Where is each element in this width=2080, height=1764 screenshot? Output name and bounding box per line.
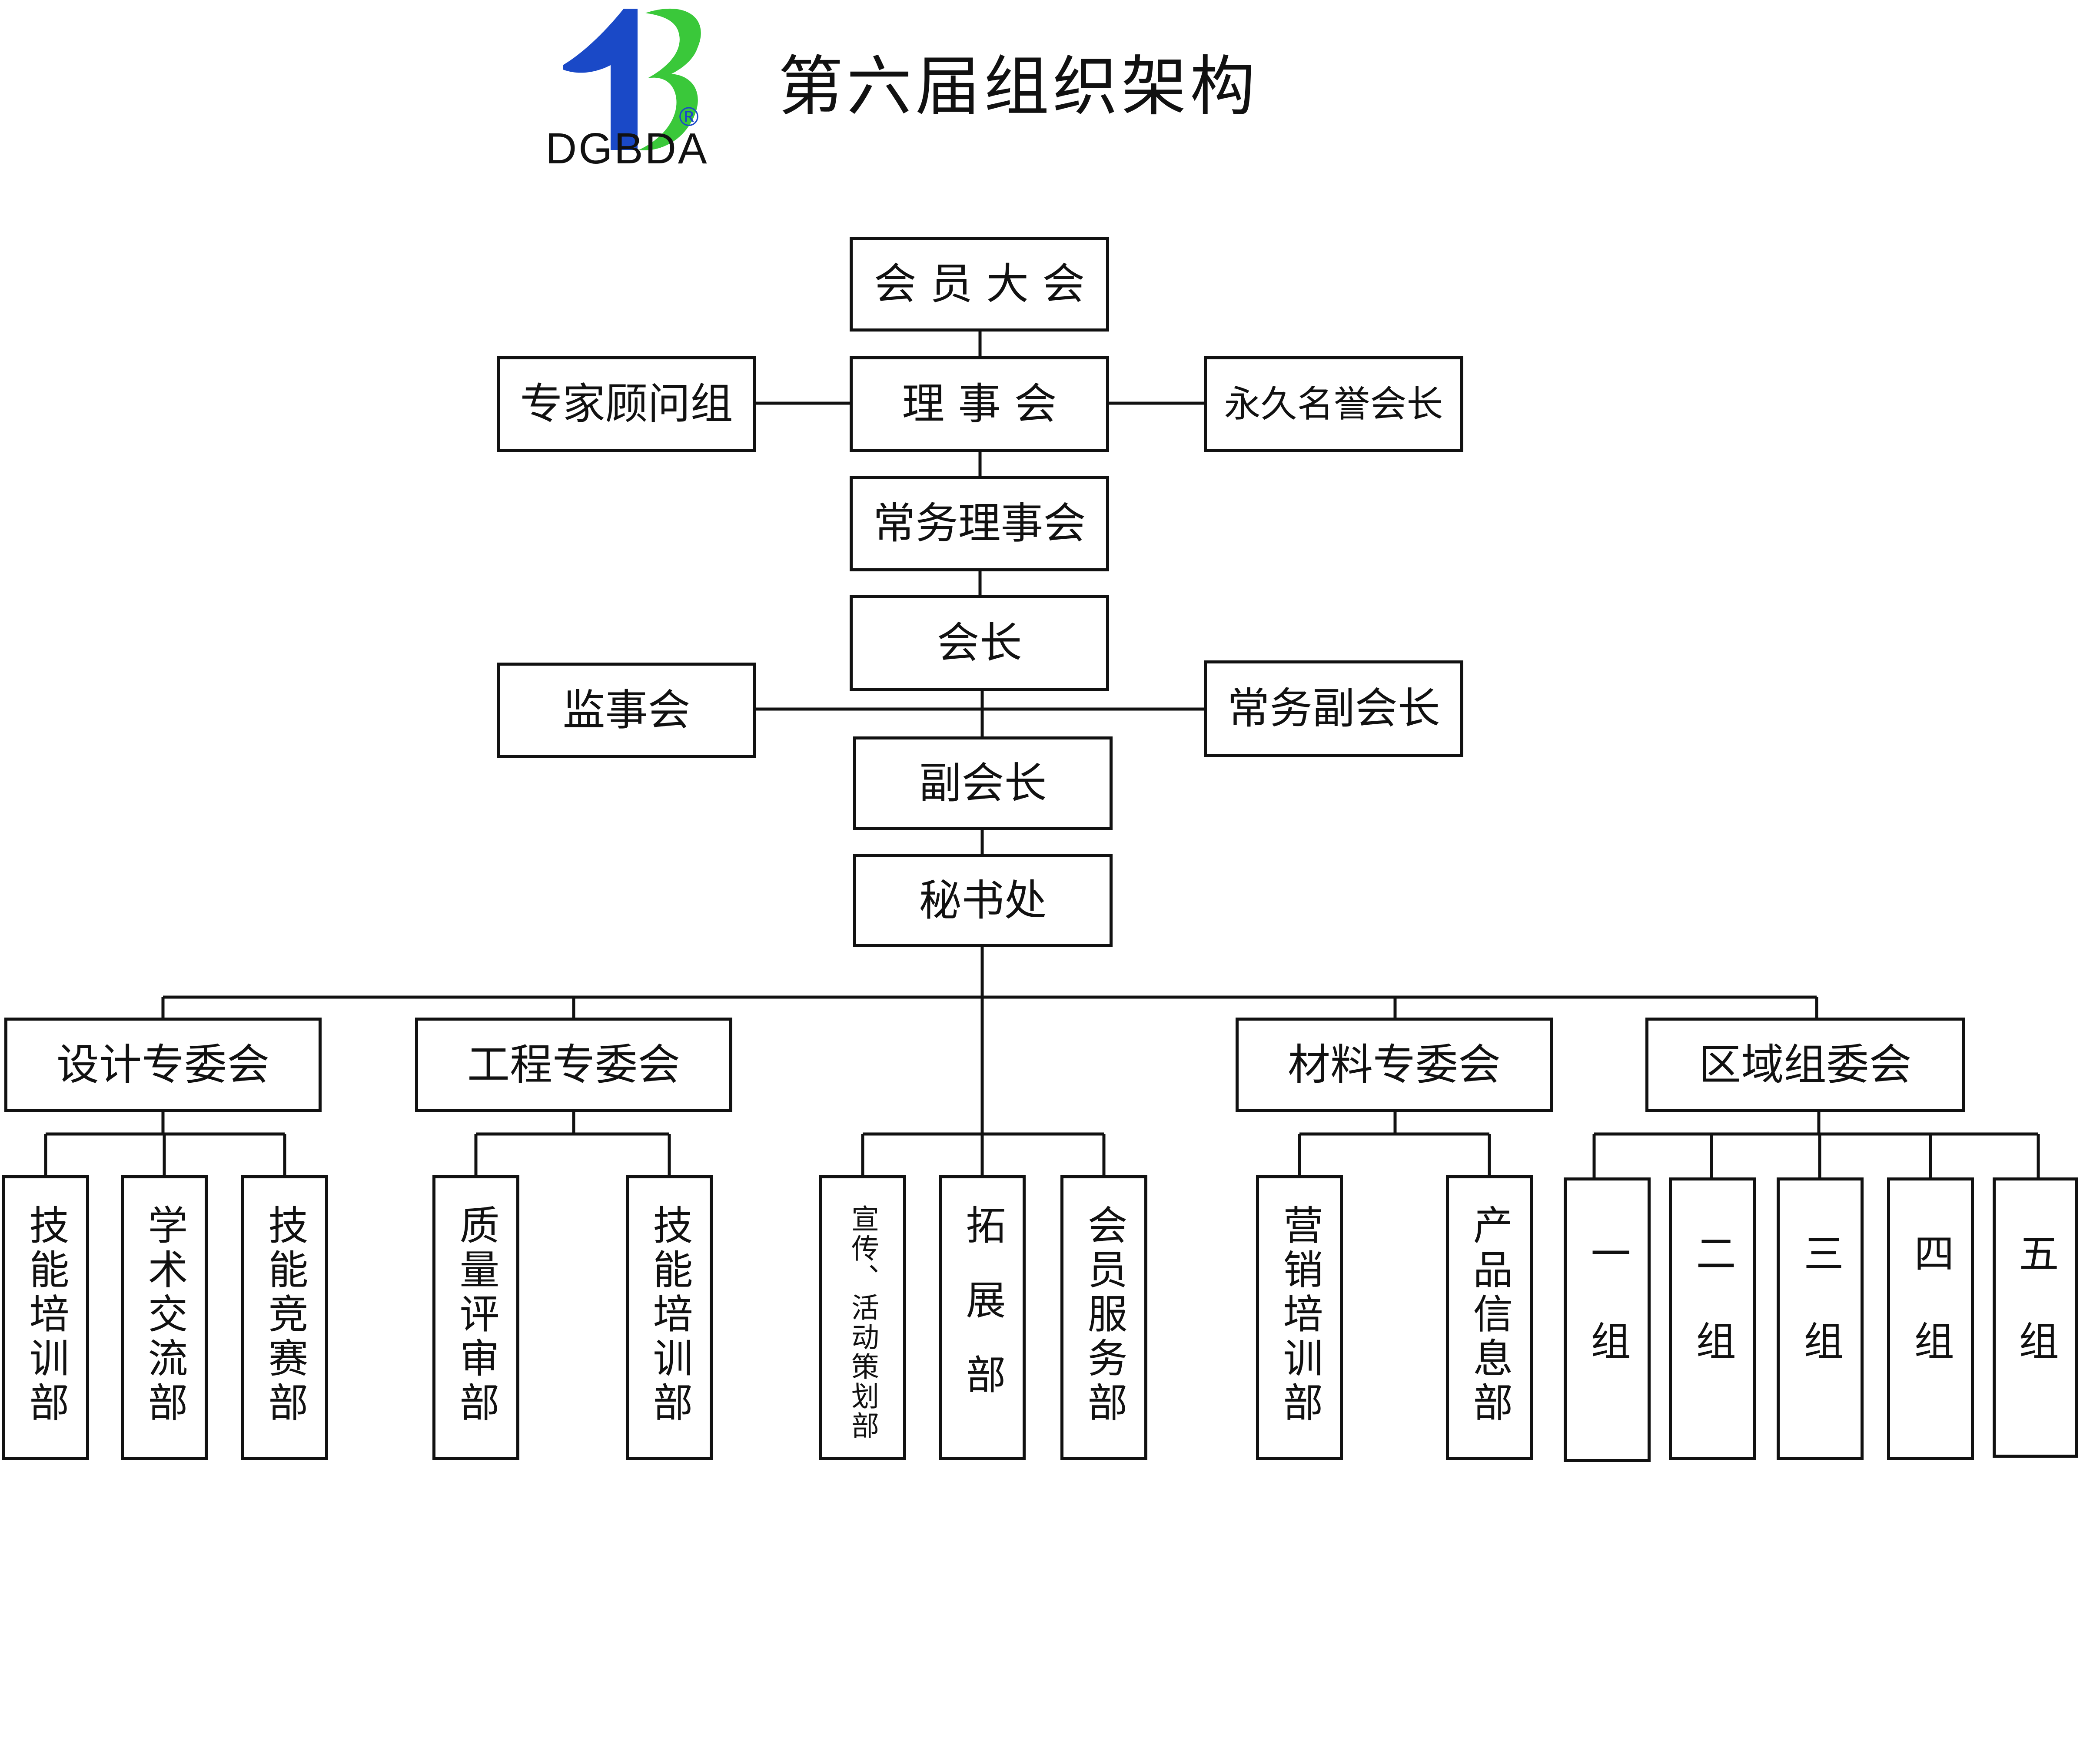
unit-label: 技能竞赛部 [262,1204,308,1426]
logo-green-stroke [639,8,701,150]
unit-design-skills-training: 技能培训部 [2,1175,89,1460]
committee-label: 材料专委会 [1287,1040,1501,1090]
unit-member-services: 会员服务部 [1060,1175,1147,1460]
node-label: 秘书处 [919,875,1047,925]
unit-label: 技能培训部 [646,1204,693,1426]
dgbda-logo: ® DGBDA [545,0,728,176]
unit-engineering-skills-training: 技能培训部 [626,1175,713,1460]
committee-label: 工程专委会 [467,1040,680,1090]
unit-group-1: 一组 [1564,1177,1651,1462]
unit-label: 会员服务部 [1081,1204,1127,1426]
node-label: 监事会 [562,686,691,735]
node-standing-council: 常务理事会 [850,476,1109,571]
unit-expansion: 拓展部 [939,1175,1026,1460]
node-label: 理 事 会 [902,379,1057,429]
node-label: 会 员 大 会 [874,259,1085,309]
node-president: 会长 [850,595,1109,691]
unit-quality-review: 质量评审部 [432,1175,519,1460]
unit-label: 二组 [1689,1233,1736,1408]
node-council: 理 事 会 [850,356,1109,452]
node-label: 永久名誉会长 [1224,383,1443,425]
committee-label: 设计专委会 [56,1040,269,1090]
node-general-assembly: 会 员 大 会 [850,237,1109,332]
logo-registered-mark: ® [676,102,702,133]
unit-marketing-training: 营销培训部 [1256,1175,1343,1460]
unit-group-4: 四组 [1887,1177,1974,1460]
node-expert-group: 专家顾问组 [497,356,756,452]
page-title: 第六届组织架构 [778,49,1259,125]
unit-label: 学术交流部 [141,1204,188,1426]
committee-regional: 区域组委会 [1645,1018,1965,1112]
committee-engineering: 工程专委会 [415,1018,732,1112]
node-label: 会长 [937,618,1022,668]
node-exec-vice-president: 常务副会长 [1204,660,1463,757]
unit-academic-exchange: 学术交流部 [121,1175,208,1460]
unit-group-2: 二组 [1669,1177,1756,1460]
unit-label: 四组 [1907,1233,1954,1408]
unit-group-3: 三组 [1777,1177,1864,1460]
node-supervisory-board: 监事会 [497,663,756,758]
unit-label: 三组 [1797,1233,1844,1408]
unit-product-info: 产品信息部 [1446,1175,1533,1460]
node-label: 常务副会长 [1227,684,1440,733]
unit-label: 技能培训部 [23,1204,69,1426]
node-label: 副会长 [919,758,1047,808]
unit-label: 营销培训部 [1276,1204,1323,1426]
node-honorary-president: 永久名誉会长 [1204,356,1463,452]
committee-materials: 材料专委会 [1236,1018,1553,1112]
node-label: 常务理事会 [873,499,1086,548]
unit-label: 产品信息部 [1466,1204,1513,1426]
committee-label: 区域组委会 [1698,1040,1912,1090]
unit-group-5: 五组 [1993,1177,2078,1458]
unit-label: 质量评审部 [453,1204,499,1426]
node-vice-president: 副会长 [853,736,1113,830]
unit-skills-competition: 技能竞赛部 [241,1175,328,1460]
logo-blue-stroke [563,9,638,150]
unit-publicity-events: 宣传、活动策划部 [819,1175,906,1460]
committee-design: 设计专委会 [4,1018,322,1112]
unit-label: 五组 [2012,1233,2059,1408]
unit-label: 一组 [1584,1233,1631,1408]
node-label: 专家顾问组 [520,379,733,429]
logo-text: DGBDA [545,124,709,173]
node-secretariat: 秘书处 [853,854,1113,947]
unit-label: 宣传、活动策划部 [847,1204,879,1441]
unit-label: 拓展部 [959,1204,1006,1429]
